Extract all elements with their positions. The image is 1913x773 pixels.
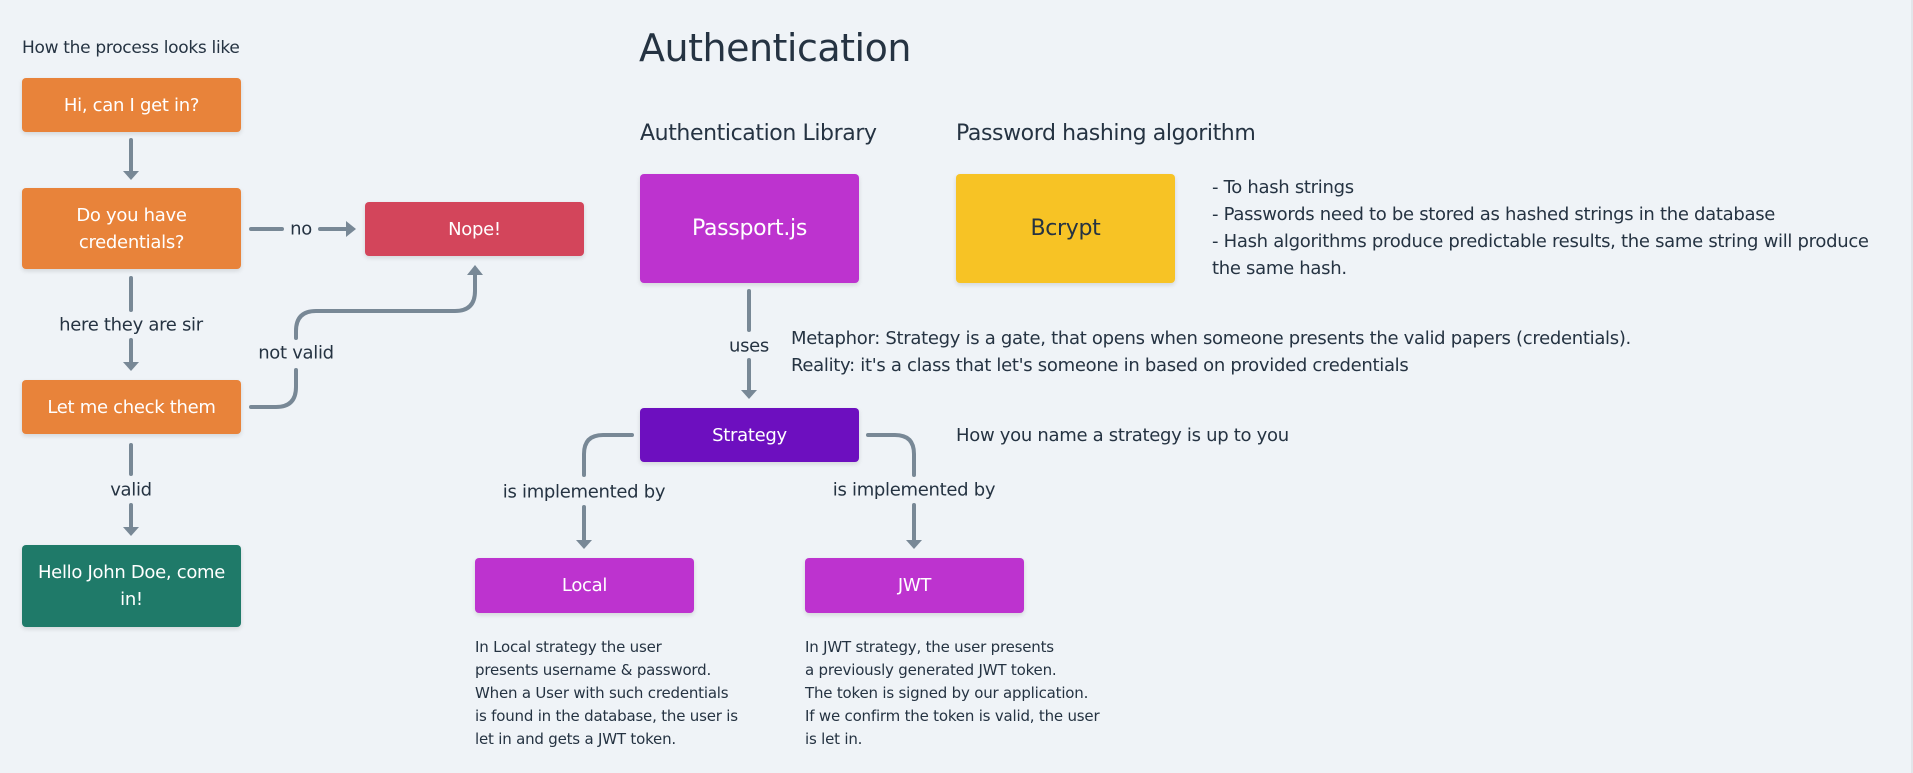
node-welcome-label: Hello John Doe, come in! [37,562,226,610]
connector-check-nope [249,272,477,409]
jwt-description-line: If we confirm the token is valid, the us… [805,707,1100,725]
arrowhead [123,527,139,536]
node-ask[interactable]: Hi, can I get in? [22,78,241,132]
edge-label-implemented-left: is implemented by [500,481,668,503]
page-title: Authentication [639,26,911,70]
node-ask-label: Hi, can I get in? [63,94,200,116]
arrowhead [123,171,139,180]
local-description-line: presents username & password. [475,661,712,679]
jwt-description-line: a previously generated JWT token. [805,661,1057,679]
node-jwt[interactable]: JWT [805,558,1024,613]
node-nope[interactable]: Nope! [365,202,584,256]
jwt-description: In JWT strategy, the user presents a pre… [805,636,1100,751]
jwt-description-line: In JWT strategy, the user presents [805,638,1054,656]
canvas-edge [1911,0,1913,773]
node-local-label: Local [561,575,608,596]
node-credentials[interactable]: Do you have credentials? [22,188,241,269]
arrowhead [741,390,757,399]
strategy-naming-note: How you name a strategy is up to you [956,425,1289,446]
node-bcrypt[interactable]: Bcrypt [956,174,1175,283]
strategy-note-reality: Reality: it's a class that let's someone… [791,355,1409,376]
hashing-note-line: - Passwords need to be stored as hashed … [1212,204,1776,225]
hashing-note-line: - To hash strings [1212,177,1354,198]
local-description-line: In Local strategy the user [475,638,662,656]
hashing-notes: - To hash strings - Passwords need to be… [1212,174,1869,282]
node-jwt-label: JWT [897,575,932,596]
local-description-line: let in and gets a JWT token. [475,730,676,748]
node-passport-label: Passport.js [691,216,808,241]
hashing-heading: Password hashing algorithm [956,121,1256,146]
jwt-description-line: The token is signed by our application. [805,684,1089,702]
node-strategy-label: Strategy [712,424,787,446]
process-heading: How the process looks like [22,38,240,58]
edge-label-no: no [288,218,314,240]
hashing-note-line: - Hash algorithms produce predictable re… [1212,231,1869,252]
connector-strategy-local [582,433,634,542]
node-bcrypt-label: Bcrypt [1030,216,1101,241]
local-description: In Local strategy the user presents user… [475,636,738,751]
node-passport[interactable]: Passport.js [640,174,859,283]
edge-label-uses: uses [726,335,772,357]
arrowhead [123,362,139,371]
node-local[interactable]: Local [475,558,694,613]
local-description-line: When a User with such credentials [475,684,729,702]
strategy-note-metaphor: Metaphor: Strategy is a gate, that opens… [791,328,1631,349]
library-heading: Authentication Library [640,121,877,146]
edge-label-not-valid: not valid [256,342,336,364]
jwt-description-line: is let in. [805,730,863,748]
node-welcome[interactable]: Hello John Doe, come in! [22,545,241,627]
node-check[interactable]: Let me check them [22,380,241,434]
hashing-note-line: the same hash. [1212,258,1347,279]
local-description-line: is found in the database, the user is [475,707,738,725]
edge-label-implemented-right: is implemented by [830,479,998,501]
strategy-notes: Metaphor: Strategy is a gate, that opens… [791,325,1631,379]
node-strategy[interactable]: Strategy [640,408,859,462]
node-check-label: Let me check them [47,396,216,418]
edge-label-valid: valid [108,479,154,501]
arrowhead [346,221,356,237]
edge-label-here-they-are: here they are sir [57,314,205,336]
node-nope-label: Nope! [448,218,501,240]
node-credentials-label: Do you have credentials? [76,204,187,253]
connector-strategy-jwt [866,433,916,542]
arrowhead [576,540,592,549]
arrowhead [467,265,483,275]
arrowhead [906,540,922,549]
